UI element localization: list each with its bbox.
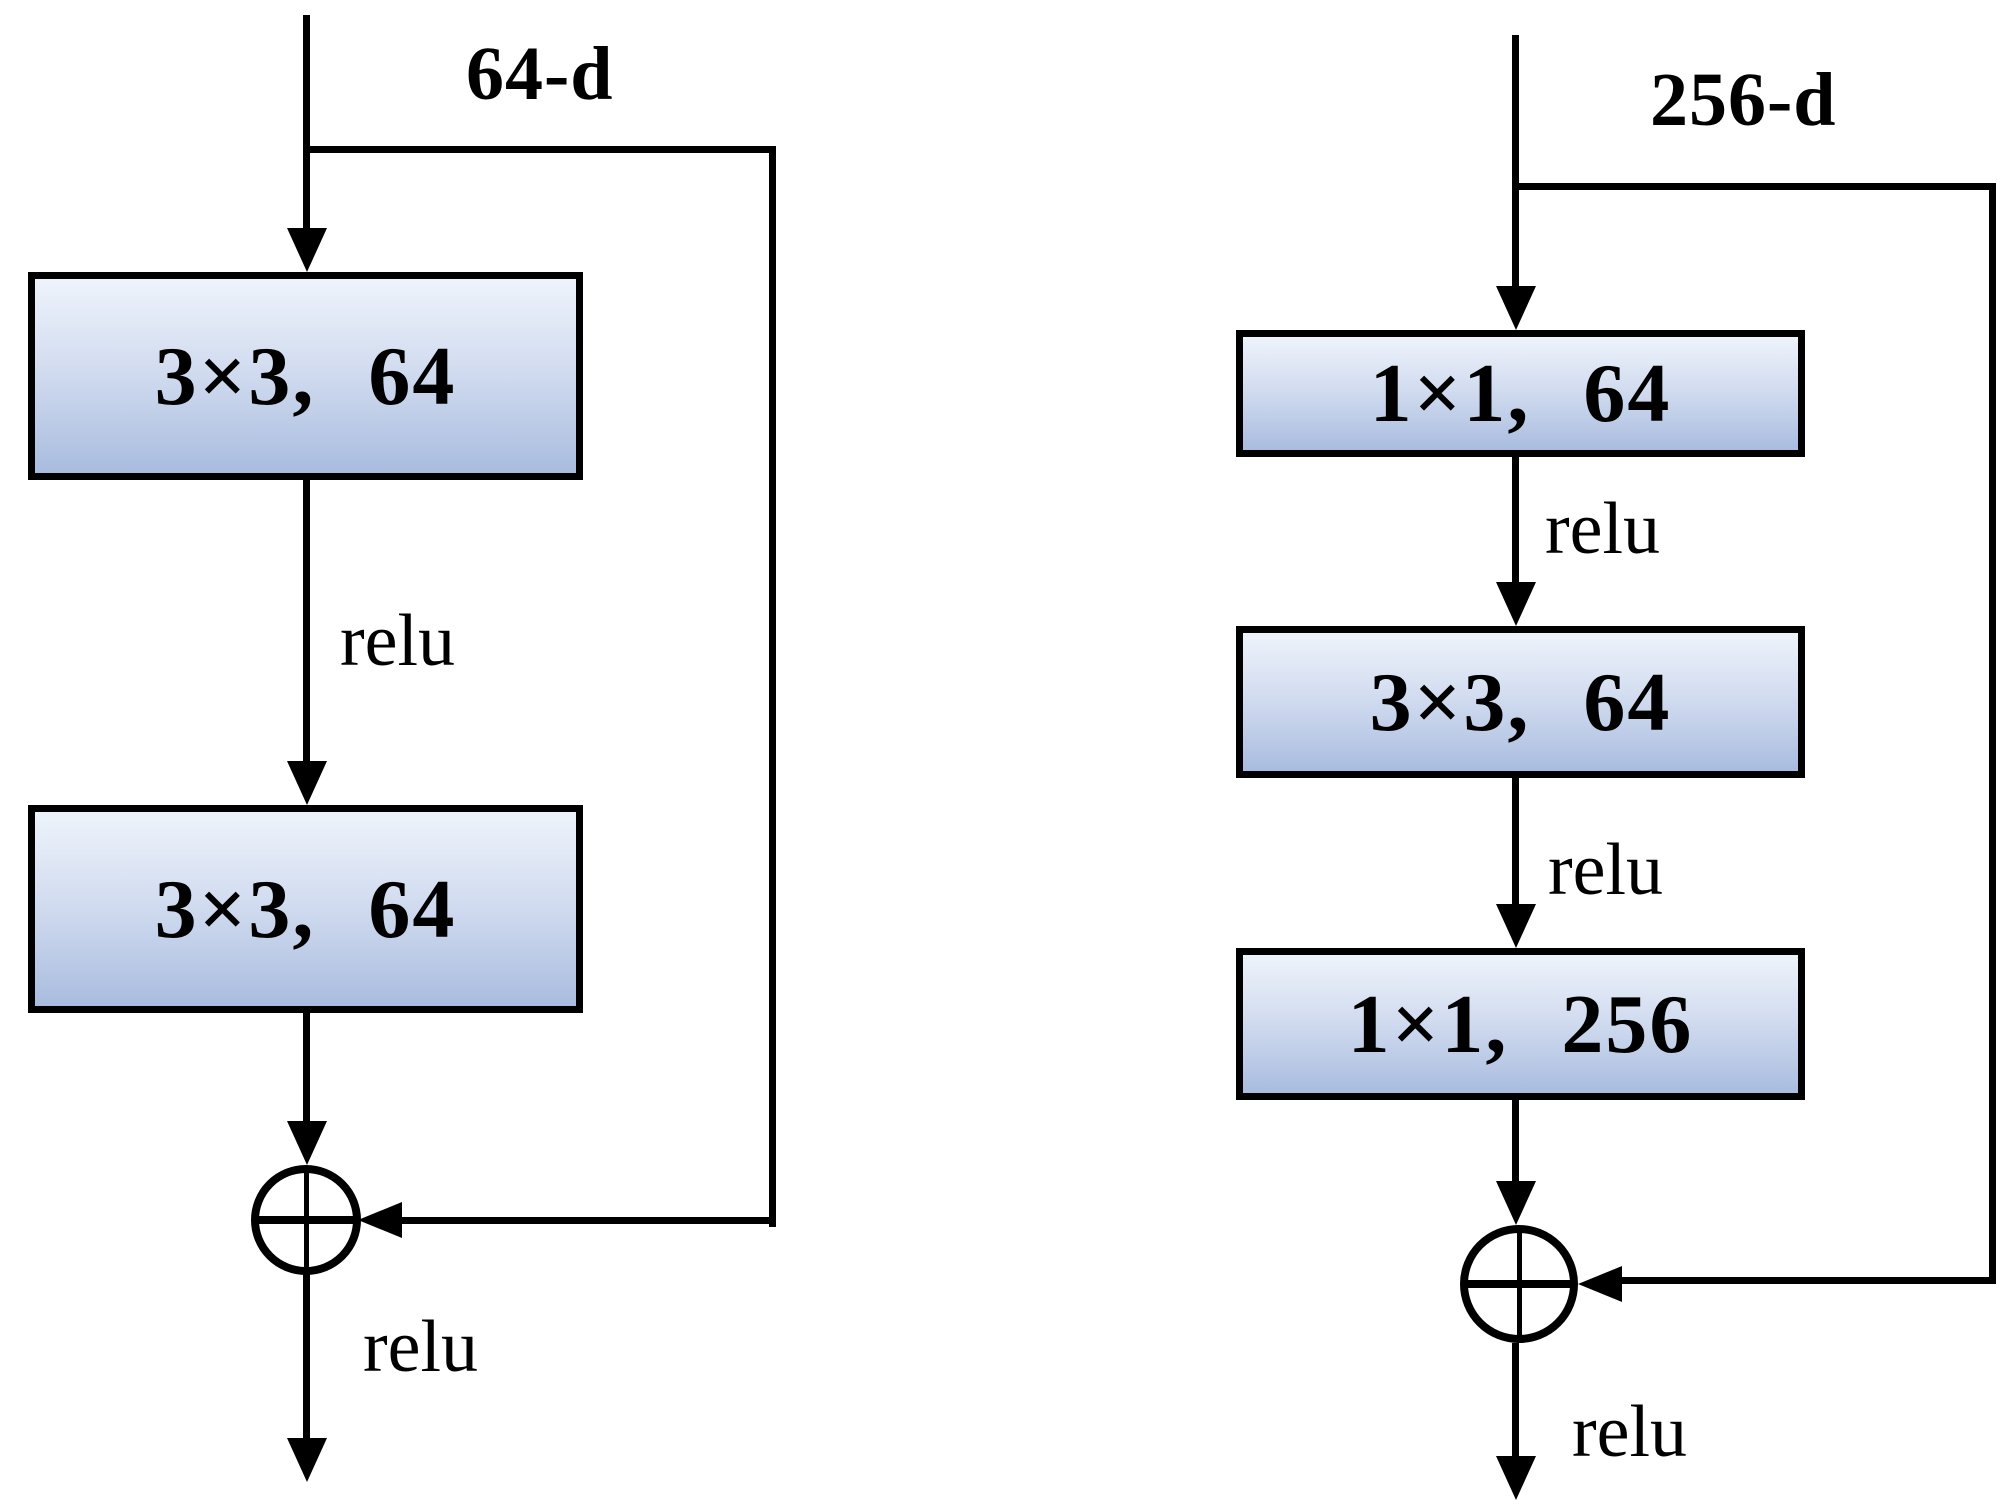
- right-input-dim-label: 256-d: [1650, 58, 1837, 142]
- left-skip-vertical-line: [769, 146, 776, 1227]
- right-skip-top-line: [1512, 183, 1996, 190]
- right-mid-line-1: [1512, 457, 1519, 584]
- left-skip-bottom-line: [400, 1217, 776, 1224]
- right-mid-arrowhead-1-icon: [1496, 582, 1536, 626]
- left-output-line: [303, 1273, 310, 1440]
- right-skip-bottom-line: [1620, 1277, 1996, 1284]
- left-output-arrowhead-icon: [287, 1438, 327, 1482]
- left-input-line: [303, 15, 310, 237]
- right-mid-arrowhead-2-icon: [1496, 904, 1536, 948]
- right-output-line: [1512, 1343, 1519, 1458]
- left-conv-box-2: 3×3, 64: [28, 805, 583, 1013]
- left-conv-box-1-label: 3×3, 64: [154, 329, 457, 423]
- left-input-arrowhead-icon: [287, 228, 327, 272]
- left-skip-arrowhead-icon: [358, 1202, 402, 1238]
- right-output-arrowhead-icon: [1496, 1456, 1536, 1500]
- right-add-cross-v: [1516, 1231, 1522, 1337]
- right-conv-box-3-label: 1×1, 256: [1347, 977, 1694, 1071]
- left-add-cross-v: [303, 1171, 309, 1269]
- right-elementwise-add-icon: [1460, 1225, 1578, 1343]
- left-elementwise-add-icon: [251, 1165, 361, 1275]
- right-relu-mid2-label: relu: [1548, 829, 1664, 911]
- right-conv-box-2-label: 3×3, 64: [1369, 655, 1672, 749]
- left-skip-top-line: [303, 146, 776, 153]
- right-relu-out-label: relu: [1572, 1391, 1688, 1473]
- left-mid-arrowhead-icon: [287, 761, 327, 805]
- right-conv-box-3: 1×1, 256: [1236, 948, 1805, 1100]
- right-relu-mid1-label: relu: [1545, 488, 1661, 570]
- right-to-add-line: [1512, 1100, 1519, 1183]
- right-to-add-arrowhead-icon: [1496, 1181, 1536, 1225]
- left-to-add-arrowhead-icon: [287, 1121, 327, 1165]
- right-conv-box-1-label: 1×1, 64: [1369, 347, 1672, 440]
- right-skip-arrowhead-icon: [1578, 1266, 1622, 1302]
- right-mid-line-2: [1512, 778, 1519, 906]
- right-input-arrowhead-icon: [1496, 286, 1536, 330]
- right-input-line: [1512, 35, 1519, 288]
- left-conv-box-1: 3×3, 64: [28, 272, 583, 480]
- left-to-add-line: [303, 1013, 310, 1123]
- left-conv-box-2-label: 3×3, 64: [154, 862, 457, 956]
- right-skip-vertical-line: [1989, 183, 1996, 1284]
- left-input-dim-label: 64-d: [466, 32, 614, 116]
- left-mid-line: [303, 480, 310, 763]
- right-conv-box-2: 3×3, 64: [1236, 626, 1805, 778]
- left-relu-mid-label: relu: [340, 600, 456, 682]
- left-relu-out-label: relu: [363, 1306, 479, 1388]
- right-conv-box-1: 1×1, 64: [1236, 330, 1805, 457]
